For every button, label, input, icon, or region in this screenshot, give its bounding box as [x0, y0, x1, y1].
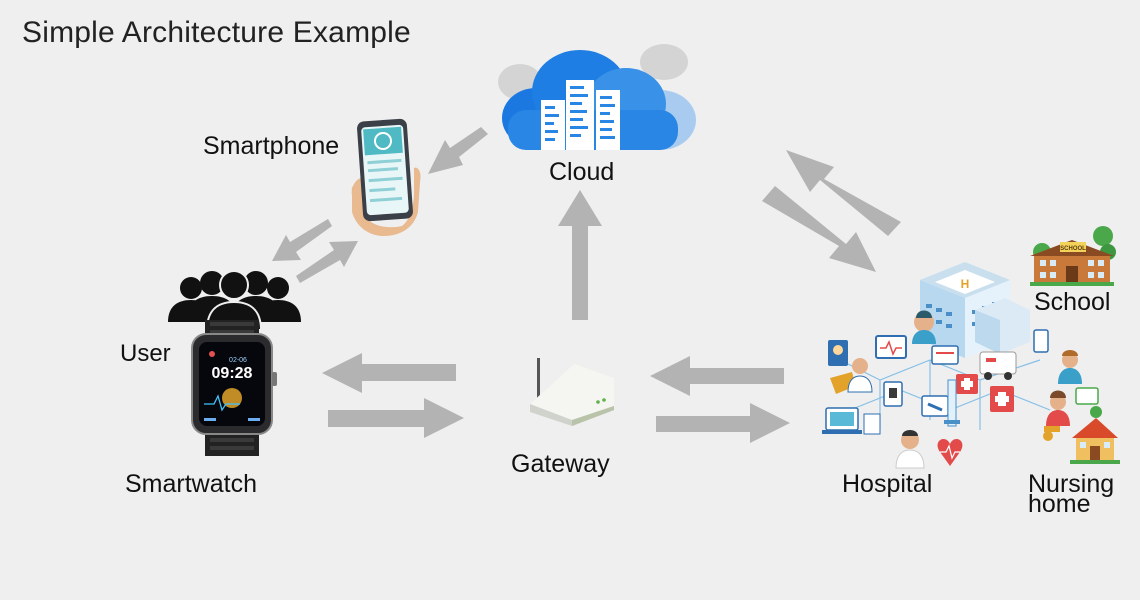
hospital-helipad-letter: H — [961, 277, 970, 291]
nursing-home-label: Nursing home — [1028, 470, 1115, 518]
arrow-gateway-to-cloud — [558, 190, 602, 320]
arrow-gateway-to-smartwatch — [322, 353, 456, 393]
arrow-hospital-to-gateway — [650, 356, 784, 396]
cloud-icon — [498, 44, 696, 150]
arrows — [272, 127, 901, 443]
school-sign-text: SCHOOL — [1060, 246, 1086, 252]
watch-date: 02-06 — [229, 357, 247, 364]
arrow-smartphone-to-user — [272, 219, 332, 261]
arrow-hospital-to-cloud — [786, 150, 901, 236]
smartwatch-icon: 09:28 02-06 — [191, 320, 277, 456]
page-title: Simple Architecture Example — [22, 16, 411, 49]
arrow-smartwatch-to-gateway — [328, 398, 464, 438]
nursing-home-label-line2: home — [1028, 490, 1091, 518]
arrow-cloud-to-smartphone — [428, 127, 488, 174]
hospital-network-icon: H — [822, 262, 1102, 469]
nursing-home-label-line1: Nursing — [1028, 470, 1115, 498]
arrow-gateway-to-hospital — [656, 403, 790, 443]
arrow-user-to-smartphone — [296, 241, 358, 283]
user-label: User — [120, 340, 171, 367]
school-building-icon: SCHOOL — [1030, 226, 1116, 286]
smartphone-icon — [351, 118, 421, 236]
gateway-label: Gateway — [511, 450, 610, 478]
cloud-label: Cloud — [549, 158, 615, 186]
hospital-label: Hospital — [842, 470, 933, 498]
smartphone-label: Smartphone — [203, 132, 340, 160]
school-label: School — [1034, 288, 1111, 316]
smartwatch-label: Smartwatch — [125, 470, 257, 498]
arrow-cloud-to-hospital — [762, 186, 876, 272]
watch-time: 09:28 — [212, 365, 253, 382]
gateway-router-icon — [530, 358, 614, 426]
nursing-home-icon — [1070, 418, 1120, 464]
